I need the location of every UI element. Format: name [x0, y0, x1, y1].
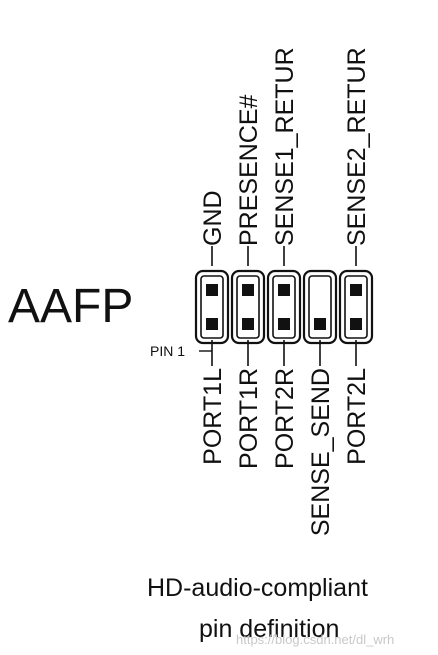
bottom-pin-labels: PORT1L PORT1R PORT2R SENSE_SEND PORT2L — [199, 368, 371, 536]
pin1-label: PIN 1 — [150, 343, 185, 359]
top-pin-3 — [278, 284, 290, 296]
top-pin-1 — [206, 284, 218, 296]
caption-line-1: HD-audio-compliant — [147, 574, 368, 602]
bottom-pin-label-3: PORT2R — [271, 368, 299, 469]
watermark: https://blog.csdn.net/dl_wrh — [236, 632, 394, 647]
top-pin-label-2: PRESENCE# — [235, 94, 263, 246]
bottom-pin-3 — [278, 318, 290, 330]
bottom-pin-4 — [314, 318, 326, 330]
bottom-pin-label-1: PORT1L — [199, 368, 227, 465]
connector-housings — [194, 269, 374, 345]
bottom-pin-label-4: SENSE_SEND — [307, 368, 335, 536]
top-pin-2 — [242, 284, 254, 296]
top-pin-5 — [350, 284, 362, 296]
bottom-pin-label-2: PORT1R — [235, 368, 263, 469]
top-pin-label-1: GND — [199, 190, 227, 246]
pin-housing-inner-2 — [236, 275, 260, 339]
bottom-pin-5 — [350, 318, 362, 330]
pin-housing-inner-4 — [308, 275, 332, 339]
pin-housing-inner-3 — [272, 275, 296, 339]
bottom-pin-label-5: PORT2L — [343, 368, 371, 465]
top-pin-labels: GND PRESENCE# SENSE1_RETUR SENSE2_RETUR — [199, 47, 371, 246]
connector-name: AAFP — [8, 280, 133, 333]
caption-line-2: pin definition — [199, 615, 339, 643]
pin-housing-inner-5 — [344, 275, 368, 339]
bottom-pin-2 — [242, 318, 254, 330]
top-pin-label-3: SENSE1_RETUR — [271, 47, 299, 246]
bottom-pin-1 — [206, 318, 218, 330]
pin-housing-inner-1 — [200, 275, 224, 339]
top-pin-label-5: SENSE2_RETUR — [343, 47, 371, 246]
leader-lines — [199, 246, 357, 366]
